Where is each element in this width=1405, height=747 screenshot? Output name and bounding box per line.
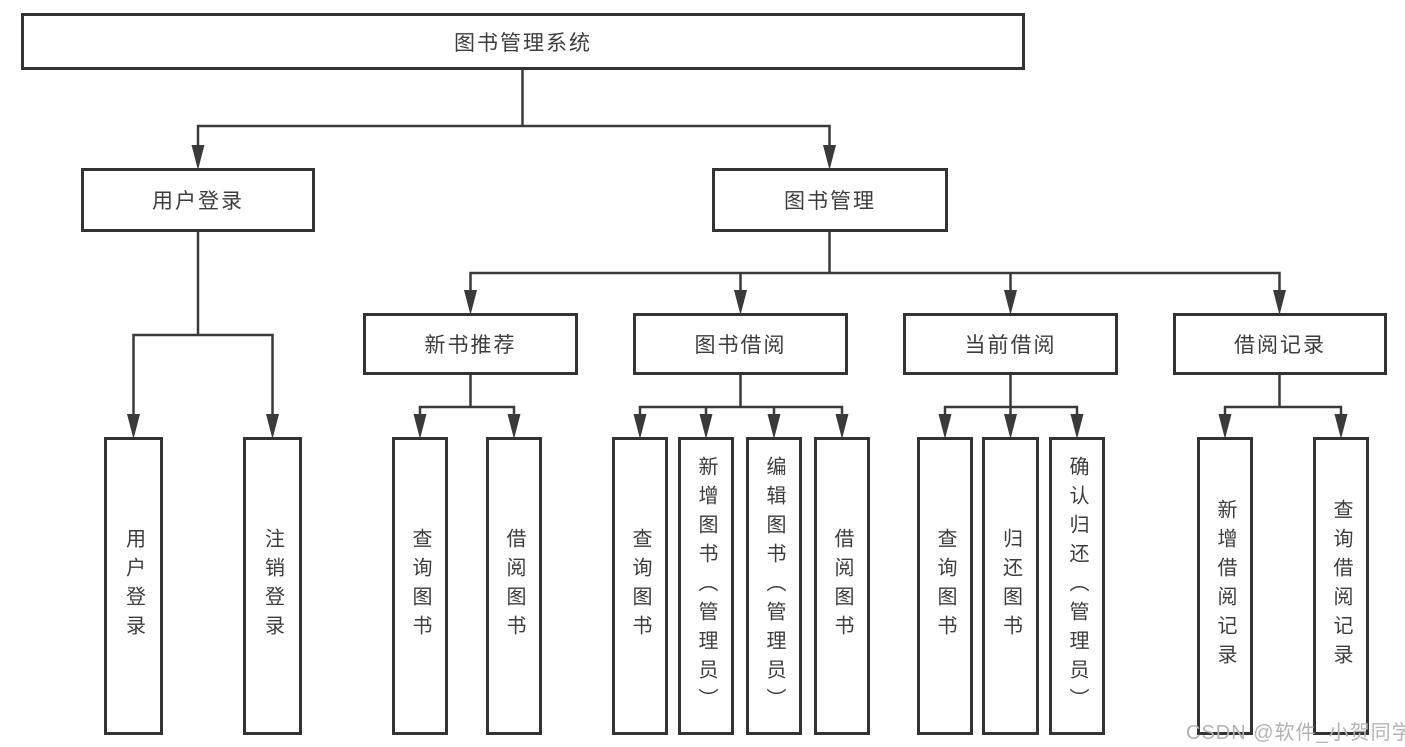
- leaf-logout: 注销登录: [243, 437, 302, 735]
- leaf-query-books-1: 查询图书: [392, 437, 448, 735]
- node-new-book-recommend: 新书推荐: [363, 313, 578, 375]
- arrowhead-icon: [1004, 290, 1017, 315]
- arrowhead-icon: [1334, 414, 1348, 439]
- arrowhead-icon: [1273, 290, 1286, 315]
- leaf-edit-book-admin: 编辑图书（管理员）: [746, 437, 802, 735]
- leaf-add-borrow-record: 新增借阅记录: [1197, 437, 1253, 735]
- csdn-watermark: CSDN @软件_小贺同学: [1186, 722, 1405, 744]
- leaf-return-book: 归还图书: [982, 437, 1039, 735]
- arrowhead-icon: [734, 290, 747, 315]
- arrowhead-icon: [464, 290, 477, 315]
- node-user-login: 用户登录: [81, 168, 315, 232]
- arrowhead-icon: [835, 414, 849, 439]
- arrowhead-icon: [1218, 414, 1232, 439]
- arrowhead-icon: [127, 414, 140, 439]
- arrowhead-icon: [938, 414, 952, 439]
- node-book-borrow: 图书借阅: [633, 313, 848, 375]
- arrowhead-icon: [266, 414, 279, 439]
- node-borrow-records: 借阅记录: [1173, 313, 1387, 375]
- arrowhead-icon: [507, 414, 521, 439]
- leaf-query-books-2: 查询图书: [612, 437, 668, 735]
- node-root: 图书管理系统: [21, 13, 1025, 70]
- leaf-confirm-return-admin: 确认归还（管理员）: [1049, 437, 1105, 735]
- arrowhead-icon: [1004, 414, 1017, 439]
- leaf-add-book-admin: 新增图书（管理员）: [678, 437, 734, 735]
- leaf-borrow-books-2: 借阅图书: [814, 437, 870, 735]
- arrowhead-icon: [191, 145, 205, 170]
- arrowhead-icon: [1070, 414, 1084, 439]
- arrowhead-icon: [767, 414, 781, 439]
- leaf-query-borrow-record: 查询借阅记录: [1313, 437, 1369, 735]
- node-current-borrow: 当前借阅: [903, 313, 1118, 375]
- leaf-query-books-3: 查询图书: [917, 437, 973, 735]
- arrowhead-icon: [823, 145, 836, 170]
- arrowhead-icon: [413, 414, 427, 439]
- arrowhead-icon: [699, 414, 713, 439]
- leaf-borrow-books-1: 借阅图书: [486, 437, 542, 735]
- arrowhead-icon: [633, 414, 647, 439]
- node-book-management: 图书管理: [712, 168, 948, 232]
- leaf-user-login: 用户登录: [104, 437, 163, 735]
